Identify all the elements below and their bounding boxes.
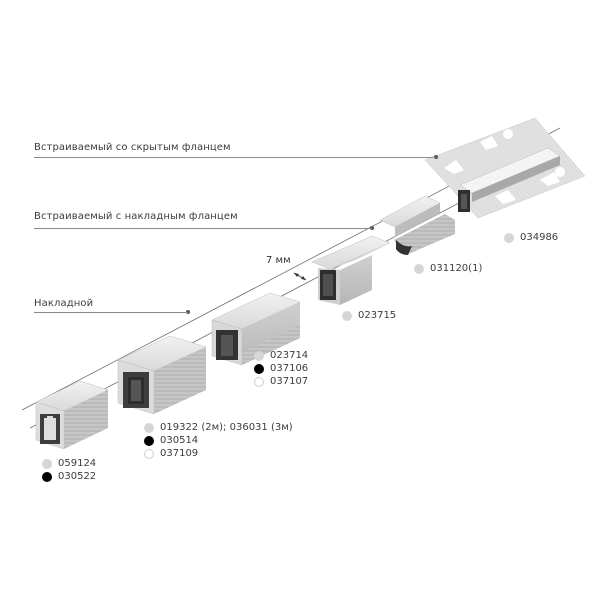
white-swatch-icon [254,376,264,387]
legend-profile-6: 034986 [504,231,558,244]
black-swatch-icon [144,435,154,446]
product-code: 034986 [520,232,559,243]
category-label-surface: Накладной [34,298,94,309]
product-code: 059124 [58,458,97,469]
product-code: 023715 [358,310,397,321]
product-code: 031120(1) [430,263,483,274]
legend-item: 037107 [254,375,308,388]
legend-item: 030522 [42,470,96,483]
product-code: 030522 [58,471,97,482]
product-code: 037109 [160,448,199,459]
profile-5-shape [379,195,455,255]
silver-swatch-icon [414,263,424,274]
product-code: 037107 [270,376,309,387]
product-code: 019322 (2м); 036031 (3м) [160,422,293,433]
legend-item: 037109 [144,447,293,460]
category-label-overlay-flange: Встраиваемый с накладным фланцем [34,211,238,222]
legend-profile-1: 059124 030522 [42,457,96,483]
legend-item: 034986 [504,231,558,244]
product-code: 030514 [160,435,199,446]
black-swatch-icon [42,471,52,482]
legend-profile-5: 031120(1) [414,262,482,275]
leader-line-hidden-flange [34,157,436,158]
legend-item: 023714 [254,349,308,362]
product-code: 023714 [270,350,309,361]
silver-swatch-icon [144,422,154,433]
profile-4-shape [311,235,391,305]
black-swatch-icon [254,363,264,374]
legend-item: 059124 [42,457,96,470]
profile-6-shape [424,117,586,219]
leader-line-surface [34,312,188,313]
legend-item: 019322 (2м); 036031 (3м) [144,421,293,434]
legend-profile-2: 019322 (2м); 036031 (3м) 030514 037109 [144,421,293,460]
profile-3-shape [211,292,301,366]
category-label-hidden-flange: Встраиваемый со скрытым фланцем [34,142,231,153]
legend-item: 031120(1) [414,262,482,275]
legend-item: 037106 [254,362,308,375]
profile-2-shape [117,335,207,415]
silver-swatch-icon [342,310,352,321]
dimension-label: 7 мм [266,255,291,266]
legend-profile-3: 023714 037106 037107 [254,349,308,388]
profile-1-shape [35,380,109,450]
legend-profile-4: 023715 [342,309,396,322]
legend-item: 023715 [342,309,396,322]
leader-line-overlay-flange [34,228,372,229]
product-code: 037106 [270,363,309,374]
silver-swatch-icon [254,350,264,361]
legend-item: 030514 [144,434,293,447]
white-swatch-icon [144,448,154,459]
silver-swatch-icon [42,458,52,469]
silver-swatch-icon [504,232,514,243]
